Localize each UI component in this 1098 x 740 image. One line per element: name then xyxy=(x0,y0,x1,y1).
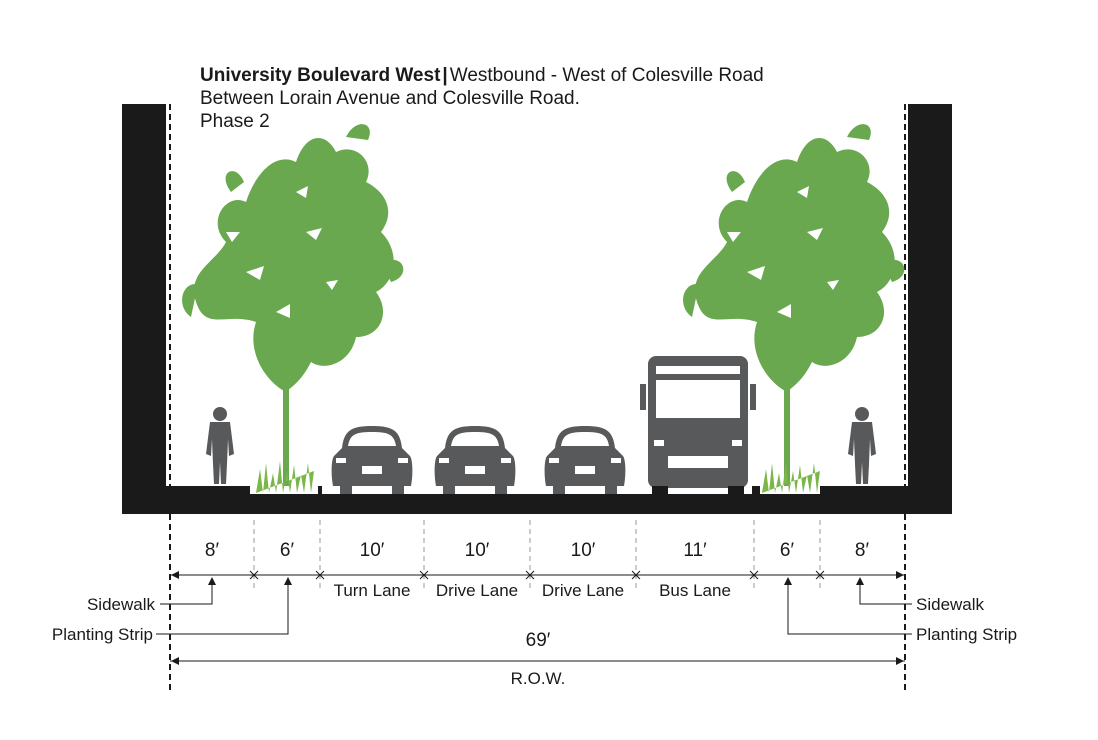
segment-width-7: 6′ xyxy=(780,540,795,561)
segment-width-8: 8′ xyxy=(855,540,870,561)
total-width-label: 69′ xyxy=(526,630,551,651)
callout-arrowheads xyxy=(208,577,864,585)
lane-label-drive-1: Drive Lane xyxy=(436,581,518,600)
segment-width-6: 11′ xyxy=(683,540,707,561)
title-direction: Westbound - West of Colesville Road xyxy=(449,65,764,86)
row-label: R.O.W. xyxy=(511,669,566,688)
callout-left-sidewalk: Sidewalk xyxy=(87,595,156,614)
grass-right xyxy=(762,461,820,493)
segment-width-1: 8′ xyxy=(205,540,220,561)
tree-left xyxy=(182,124,404,486)
callout-left-planting-strip: Planting Strip xyxy=(52,625,153,644)
callout-right-planting-strip: Planting Strip xyxy=(916,625,1017,644)
title-line-3: Phase 2 xyxy=(200,111,270,132)
pedestrian-left xyxy=(206,407,234,484)
title-road-name: University Boulevard West xyxy=(200,65,441,86)
car-drive-lane-1 xyxy=(434,426,516,494)
pedestrian-right xyxy=(848,407,876,484)
left-building-wall xyxy=(122,104,166,514)
end-arrows xyxy=(171,571,904,579)
segment-ticks xyxy=(249,570,825,580)
segment-width-2: 6′ xyxy=(280,540,295,561)
segment-width-4: 10′ xyxy=(465,540,490,561)
segment-width-3: 10′ xyxy=(360,540,385,561)
title-separator: | xyxy=(442,65,448,86)
segment-separators xyxy=(253,520,821,592)
road-ground-profile xyxy=(122,486,952,514)
title-line-1: University Boulevard West|Westbound - We… xyxy=(200,64,764,87)
callout-leaders xyxy=(156,580,912,635)
callout-right-sidewalk: Sidewalk xyxy=(916,595,985,614)
lane-label-bus: Bus Lane xyxy=(659,581,731,600)
car-turn-lane xyxy=(331,426,413,494)
lane-label-drive-2: Drive Lane xyxy=(542,581,624,600)
title-block: University Boulevard West|Westbound - We… xyxy=(200,64,764,133)
tree-right xyxy=(683,124,905,486)
segment-width-5: 10′ xyxy=(571,540,596,561)
title-line-2: Between Lorain Avenue and Colesville Roa… xyxy=(200,88,580,109)
right-building-wall xyxy=(908,104,952,514)
bus-front xyxy=(640,356,756,494)
lane-label-turn: Turn Lane xyxy=(334,581,411,600)
car-drive-lane-2 xyxy=(544,426,626,494)
